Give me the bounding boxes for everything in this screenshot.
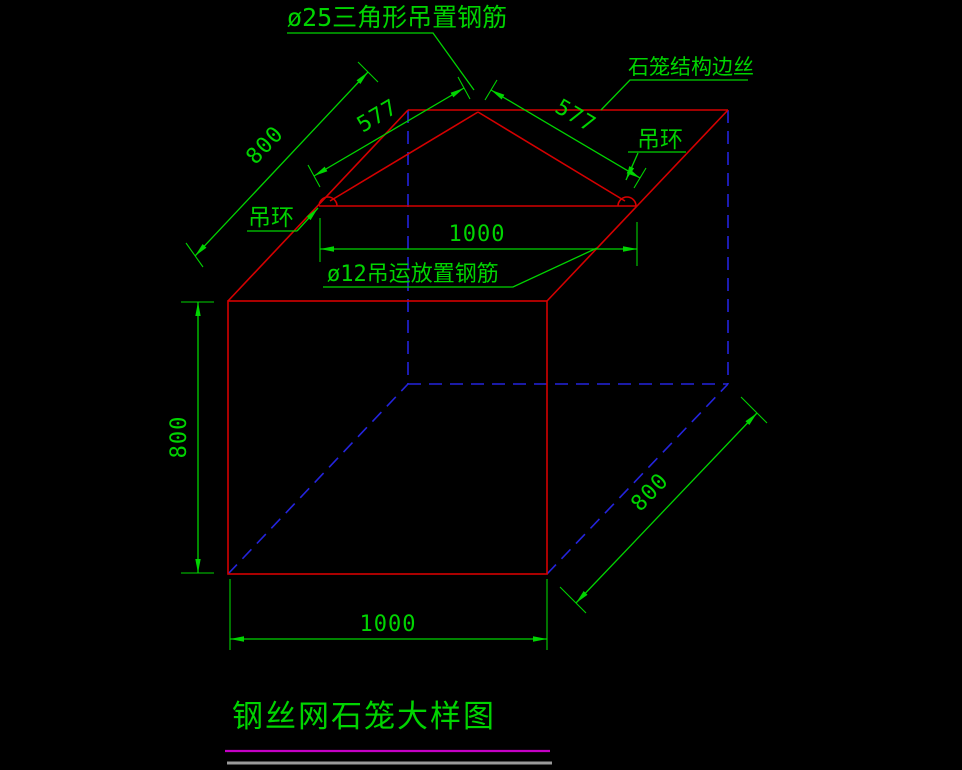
dim-bar-len: 1000 — [449, 222, 506, 247]
lifting-ring-right-shape — [617, 196, 637, 207]
label-edge-wire: 石笼结构边丝 — [628, 55, 754, 79]
leader-edge-wire — [600, 79, 748, 111]
leader-ring-left-arrow — [296, 207, 319, 232]
drawing-title: 钢丝网石笼大样图 — [232, 699, 496, 735]
dim-width-front: 1000 — [360, 612, 417, 637]
label-top-rebar: ø25三角形吊置钢筋 — [287, 3, 507, 32]
annotation-texts: ø25三角形吊置钢筋 石笼结构边丝 吊环 吊环 ø12吊运放置钢筋 800 57… — [167, 3, 754, 637]
dim-leg-right: 577 — [551, 95, 601, 138]
dim-depth-right: 800 — [627, 468, 675, 516]
dim-height-front: 800 — [167, 416, 192, 459]
triangle-leg-left — [329, 111, 479, 202]
dimensions — [181, 61, 768, 650]
leader-bottom-rebar — [323, 247, 598, 288]
label-ring-left: 吊环 — [248, 205, 294, 231]
label-bottom-rebar: ø12吊运放置钢筋 — [327, 262, 499, 287]
label-ring-right: 吊环 — [637, 127, 683, 153]
dim-leg-left: 577 — [353, 95, 403, 138]
dim-depth-top: 800 — [242, 121, 290, 169]
title-block: 钢丝网石笼大样图 — [225, 699, 552, 765]
leader-top-rebar — [287, 32, 475, 91]
